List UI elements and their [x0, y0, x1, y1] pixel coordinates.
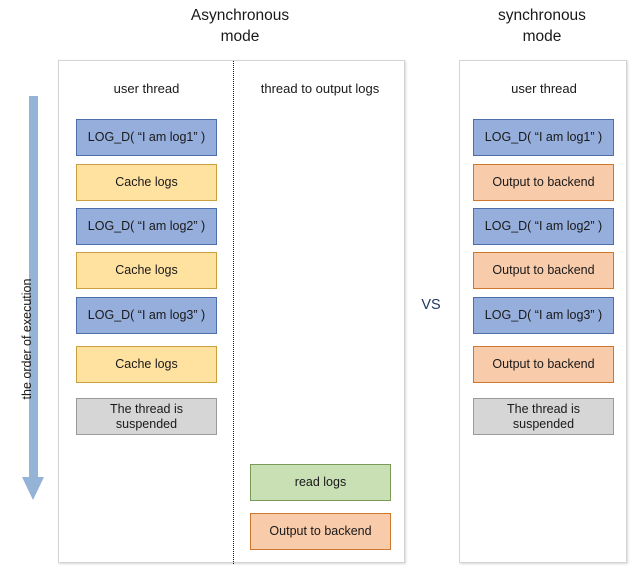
sync-mode-panel: user thread LOG_D( “I am log1” ) Output … — [459, 60, 627, 563]
step-box[interactable]: LOG_D( “I am log3” ) — [76, 297, 217, 334]
async-mode-title: Asynchronous mode — [190, 7, 290, 45]
execution-order-arrow: the order of execution — [0, 96, 56, 514]
step-box[interactable]: read logs — [250, 464, 391, 501]
step-box[interactable]: The thread is suspended — [473, 398, 614, 435]
column-header-user-thread-sync: user thread — [511, 81, 577, 96]
thread-divider — [233, 61, 234, 564]
step-box[interactable]: Output to backend — [250, 513, 391, 550]
async-mode-panel: user thread thread to output logs LOG_D(… — [58, 60, 405, 564]
step-box[interactable]: LOG_D( “I am log2” ) — [76, 208, 217, 245]
step-box[interactable]: Cache logs — [76, 346, 217, 383]
arrow-head-icon — [22, 477, 44, 500]
step-box[interactable]: Output to backend — [473, 164, 614, 201]
step-box[interactable]: LOG_D( “I am log1” ) — [76, 119, 217, 156]
step-box[interactable]: Output to backend — [473, 252, 614, 289]
sync-mode-title: synchronous mode — [498, 7, 586, 45]
vs-label: VS — [421, 297, 441, 313]
step-box[interactable]: LOG_D( “I am log3” ) — [473, 297, 614, 334]
execution-order-label: the order of execution — [20, 278, 34, 400]
step-box[interactable]: LOG_D( “I am log2” ) — [473, 208, 614, 245]
column-header-user-thread-async: user thread — [113, 81, 180, 96]
column-header-output-log-thread: thread to output logs — [260, 81, 380, 96]
step-box[interactable]: Cache logs — [76, 252, 217, 289]
step-box[interactable]: Output to backend — [473, 346, 614, 383]
arrow-shaft — [29, 96, 38, 478]
step-box[interactable]: Cache logs — [76, 164, 217, 201]
step-box[interactable]: LOG_D( “I am log1” ) — [473, 119, 614, 156]
step-box[interactable]: The thread is suspended — [76, 398, 217, 435]
